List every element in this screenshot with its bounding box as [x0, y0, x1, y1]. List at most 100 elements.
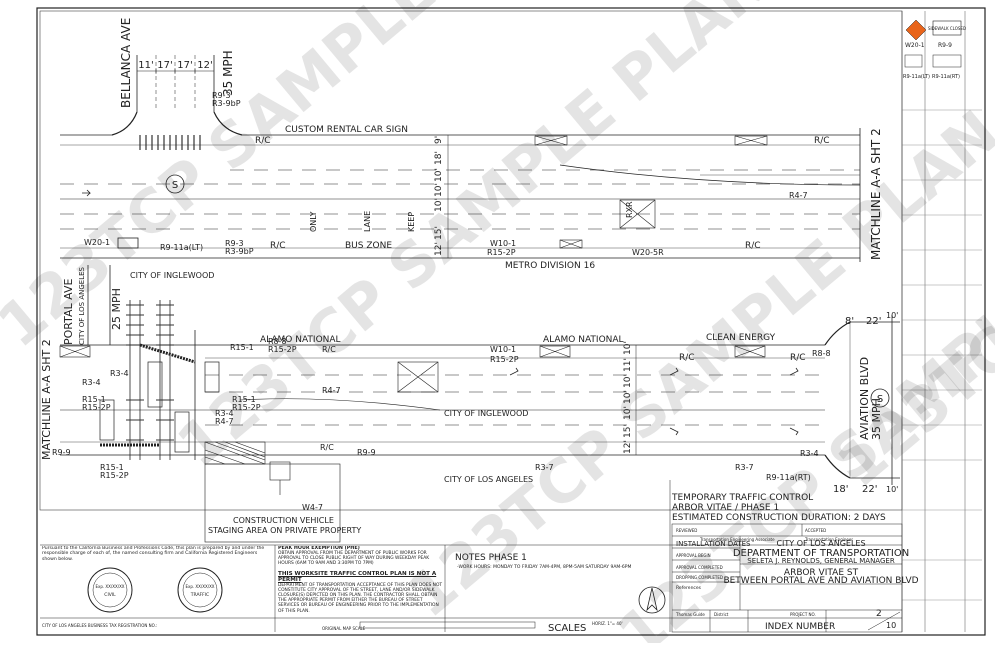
- sign-r15-1: R15-1: [230, 343, 254, 352]
- staging-area-label: STAGING AREA ON PRIVATE PROPERTY: [208, 526, 361, 535]
- engineer-label: Transportation Engineer: [804, 537, 853, 542]
- peak-title: PEAK HOUR EXEMPTION (PHE): [278, 546, 360, 551]
- between-title: BETWEEN PORTAL AVE AND AVIATION BLVD: [723, 576, 918, 586]
- sign-r15-2p-top: R15-2P: [487, 248, 516, 257]
- top-lane-dim-5: 15': [434, 226, 444, 240]
- seal-2-traffic: TRAFFIC: [190, 592, 209, 598]
- sign-r15-2p-c: R15-2P: [232, 403, 261, 412]
- sign-r15-2p-d: R15-2P: [490, 355, 519, 364]
- aviation-dim-2: 10': [886, 311, 898, 320]
- city-la-label: CITY OF LOS ANGELES: [444, 475, 533, 484]
- bottom-lane-dim-2: 10': [623, 374, 633, 388]
- bellanca-speed-label: 35 MPH: [221, 50, 235, 96]
- aviation-speed-label: 35 MPH: [870, 398, 883, 440]
- construction-vehicle-label: CONSTRUCTION VEHICLE: [233, 516, 334, 525]
- city-title: CITY OF LOS ANGELES: [776, 539, 865, 548]
- sign-w10-1-b: W10-1: [490, 345, 516, 354]
- reviewed-label: REVIEWED: [676, 528, 697, 533]
- peak-hour-note: PEAK HOUR EXEMPTION (PHE) OBTAIN APPROVA…: [278, 546, 443, 614]
- pursuant-text: Pursuant to the California Business and …: [42, 546, 265, 562]
- clean-energy-label: CLEAN ENERGY: [706, 333, 776, 343]
- rc-bottom-4: R/C: [320, 443, 334, 452]
- sign-r15-2p-b: R15-2P: [268, 345, 297, 354]
- sheet-border: [36, 7, 986, 636]
- engineer-seals: [87, 567, 223, 613]
- custom-rental-label: CUSTOM RENTAL CAR SIGN: [285, 125, 408, 135]
- rc-bottom-3: R/C: [322, 345, 336, 354]
- scale-bar: [359, 621, 536, 629]
- north-arrow-icon: [638, 586, 666, 614]
- titleblock-grid: [671, 523, 903, 633]
- bellanca-ave-label: BELLANCA AVE: [119, 18, 133, 108]
- sign-r3-4-left: R3-4: [82, 378, 101, 387]
- seal-2-exp: Exp. XX/XX/XX: [185, 584, 214, 589]
- dim-top-1: 17': [157, 60, 172, 71]
- street-title: ARBOR VITAE ST: [784, 568, 859, 578]
- bottom-lane-dim-0: 10': [623, 341, 633, 355]
- portal-city-label: CITY OF LOS ANGELES: [78, 266, 86, 345]
- bottom-lane-dims: 10' 11' 10' 10' 10' 15' 12': [623, 341, 637, 455]
- dim-top-0: 11': [138, 60, 153, 71]
- top-lane-dim-2: 10': [434, 168, 444, 182]
- sign-r9-11a-lt-top: R9-11a(LT): [160, 243, 203, 252]
- arbor-vitae-bottom: [60, 321, 900, 479]
- closure-boxes-top: [534, 135, 768, 249]
- sign-r9-9-mid: R9-9: [357, 448, 376, 457]
- references-label: References: [676, 585, 702, 591]
- portal-speed-label: 25 MPH: [110, 288, 123, 330]
- sign-r4-7-low: R4-7: [215, 417, 234, 426]
- rc-top-2: R/C: [814, 136, 830, 146]
- dropping-completed-label: DROPPING COMPLETED: [676, 575, 723, 580]
- top-lane-dim-6: 12': [434, 242, 444, 256]
- top-lane-dim-4: 10': [434, 198, 444, 212]
- s-circle-bottom: [870, 388, 890, 408]
- arrow-icon: [669, 367, 679, 376]
- sign-r9-3-mid: R9-3: [225, 239, 244, 248]
- permit-title: THIS WORKSITE TRAFFIC CONTROL PLAN IS NO…: [278, 570, 437, 583]
- marking-lane: LANE: [363, 211, 372, 232]
- ttc-title-1: TEMPORARY TRAFFIC CONTROL: [671, 493, 813, 503]
- alamo-label-2: ALAMO NATIONAL: [543, 335, 624, 345]
- sign-r9-3-top: R9-3: [212, 91, 231, 100]
- top-lane-dim-3: 10': [434, 183, 444, 197]
- aviation-blvd: [849, 315, 893, 485]
- road-work-ahead-sign-icon: [905, 19, 927, 41]
- approval-begin-label: APPROVAL BEGIN: [676, 553, 711, 558]
- aviation-dim-bottom-1: 22': [862, 484, 877, 495]
- notes-phase-body: -WORK HOURS: MONDAY TO FRIDAY 7AM-4PM, 8…: [457, 564, 631, 570]
- legend-sidewalk-closed-label: SIDEWALK CLOSED: [928, 26, 966, 31]
- aviation-blvd-label: AVIATION BLVD: [858, 357, 871, 440]
- crosswalk-bellanca: [139, 135, 201, 150]
- ttc-title-3: ESTIMATED CONSTRUCTION DURATION: 2 DAYS: [672, 513, 886, 523]
- legend-w20-1-label: W20-1: [905, 42, 925, 49]
- permit-body: DEPARTMENT OF TRANSPORTATION ACCEPTANCE …: [278, 582, 443, 614]
- accepted-label: ACCEPTED: [805, 528, 826, 533]
- horiz-scale: HORIZ. 1"= 40': [592, 621, 623, 626]
- bottom-lane-dim-5: 15': [623, 424, 633, 438]
- s-label-top: S: [172, 180, 178, 191]
- sign-r15-1-bottom: R15-1: [100, 463, 124, 472]
- rc-bottom-1: R/C: [679, 353, 695, 363]
- r9-11a-rt-sign-icon: [932, 54, 962, 68]
- lane-arrows: [82, 189, 799, 436]
- arrow-icon: [509, 367, 519, 376]
- portal-ave-label: PORTAL AVE: [62, 279, 75, 345]
- sidewalk-closed-sign-icon: [932, 20, 962, 36]
- aviation-dim-1: 22': [866, 316, 881, 327]
- sign-r3-7-1: R3-7: [535, 463, 554, 472]
- sign-r4-7-top: R4-7: [789, 191, 808, 200]
- scales-label: SCALES: [548, 623, 586, 634]
- sign-r15-1-left: R15-1: [82, 395, 106, 404]
- rc-top-1: R/C: [255, 136, 271, 146]
- original-scale-label: ORIGINAL MAP SCALE: [322, 626, 366, 631]
- bottom-lane-dim-4: 10': [623, 406, 633, 420]
- s-circle-top: [165, 174, 185, 194]
- dept-title: DEPARTMENT OF TRANSPORTATION: [733, 548, 909, 559]
- arrow-icon: [789, 367, 799, 376]
- ttc-title-2: ARBOR VITAE / PHASE 1: [672, 503, 779, 513]
- sheet-total: 10: [886, 621, 896, 630]
- approval-complete-label: APPROVAL COMPLETED: [676, 565, 723, 570]
- pursuant-note: Pursuant to the California Business and …: [42, 546, 265, 562]
- aviation-dim-bottom-0: 18': [833, 484, 848, 495]
